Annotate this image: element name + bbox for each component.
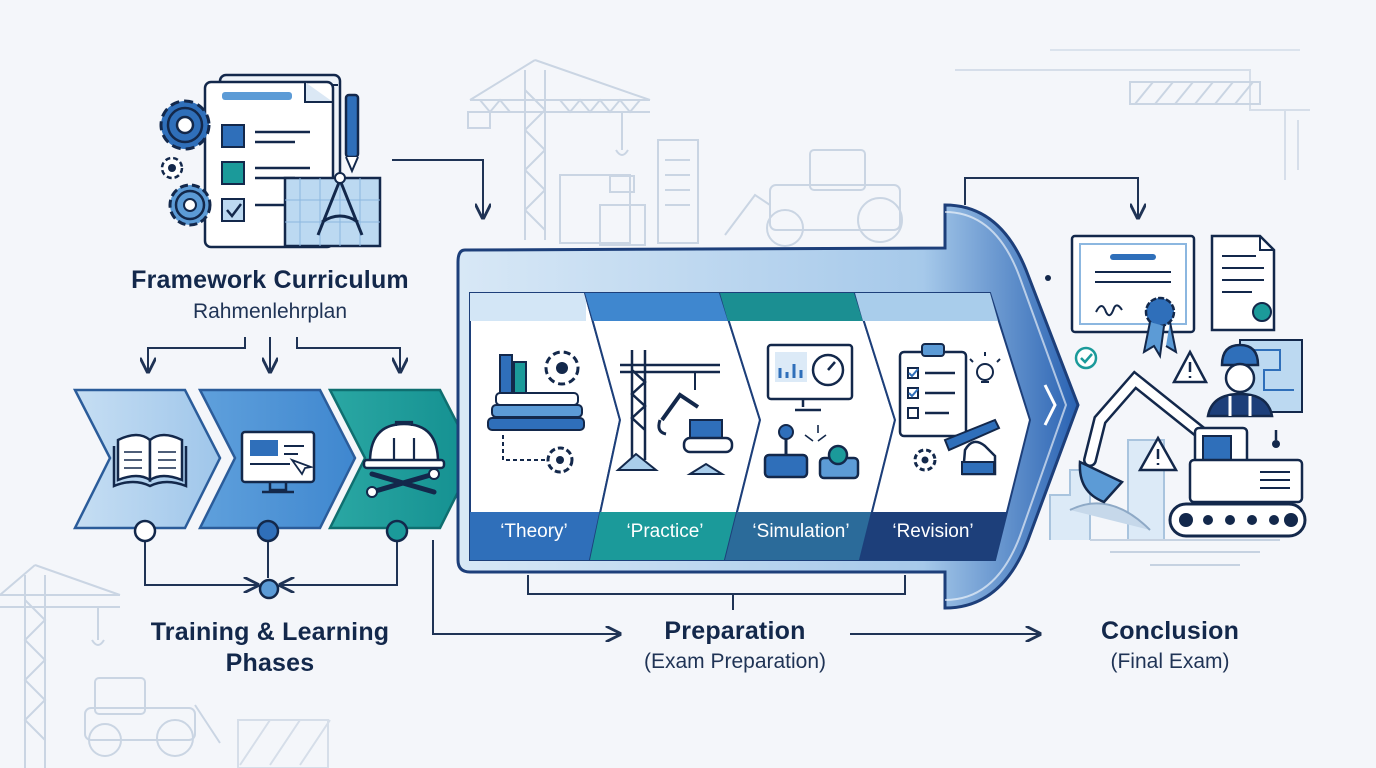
- crane-bottom-left-icon: [0, 564, 121, 768]
- arrow-to-conclusion: [964, 177, 1138, 218]
- crane-excavator-icon: [615, 350, 734, 475]
- certificate-icon: [1070, 234, 1196, 359]
- training-title-line1: Training & Learning: [150, 618, 390, 646]
- conclusion-title: Conclusion: [1100, 617, 1240, 645]
- crane-background-icon: [467, 59, 651, 240]
- checklist-pen-icon: [898, 343, 1001, 476]
- preparation-bracket: [527, 575, 906, 610]
- preparation-subtitle: (Exam Preparation): [643, 650, 827, 673]
- final-exam-illustration: [1045, 234, 1307, 566]
- construction-worker-icon: [1206, 343, 1274, 418]
- arrow-training-to-preparation: [432, 540, 620, 634]
- framework-curriculum-icon: [159, 73, 382, 249]
- conclusion-subtitle: (Final Exam): [1110, 650, 1230, 673]
- node-dot: [258, 578, 280, 600]
- framework-subtitle: Rahmenlehrplan: [192, 300, 348, 323]
- gear-small-icon: [160, 156, 184, 180]
- stage-label-theory: ‘Theory’: [500, 521, 568, 542]
- framework-arrows: [148, 159, 483, 372]
- hardhat-tools-icon: [362, 420, 446, 498]
- bulldozer-background-icon: [724, 149, 903, 247]
- preparation-title: Preparation: [664, 617, 806, 645]
- books-gears-icon: [487, 350, 585, 474]
- check-badge-icon: [1074, 346, 1098, 370]
- excavator-icon: [1078, 370, 1307, 538]
- node-dot: [256, 519, 280, 543]
- gear-icon: [159, 99, 211, 151]
- background-decoration: [0, 49, 1310, 768]
- document-seal-icon: [1210, 234, 1276, 332]
- open-book-icon: [112, 433, 188, 488]
- computer-screen-icon: [240, 430, 316, 494]
- simulator-controls-icon: [763, 343, 860, 480]
- stage-label-revision: ‘Revision’: [892, 521, 974, 542]
- warning-sign-icon: [1137, 435, 1179, 472]
- bulldozer-bottom-left-icon: [84, 677, 221, 757]
- node-dot: [133, 519, 157, 543]
- training-connectors: [133, 519, 409, 600]
- warning-sign-icon: [1171, 349, 1209, 384]
- preparation-panel: [456, 203, 1080, 610]
- framework-title: Framework Curriculum: [131, 266, 409, 294]
- stage-label-practice: ‘Practice’: [626, 521, 704, 542]
- gear-icon: [168, 183, 212, 227]
- stage-label-simulation: ‘Simulation’: [752, 521, 850, 542]
- node-dot: [385, 519, 409, 543]
- training-title: Training & Learning Phases: [110, 617, 430, 679]
- training-title-line2: Phases: [225, 649, 315, 677]
